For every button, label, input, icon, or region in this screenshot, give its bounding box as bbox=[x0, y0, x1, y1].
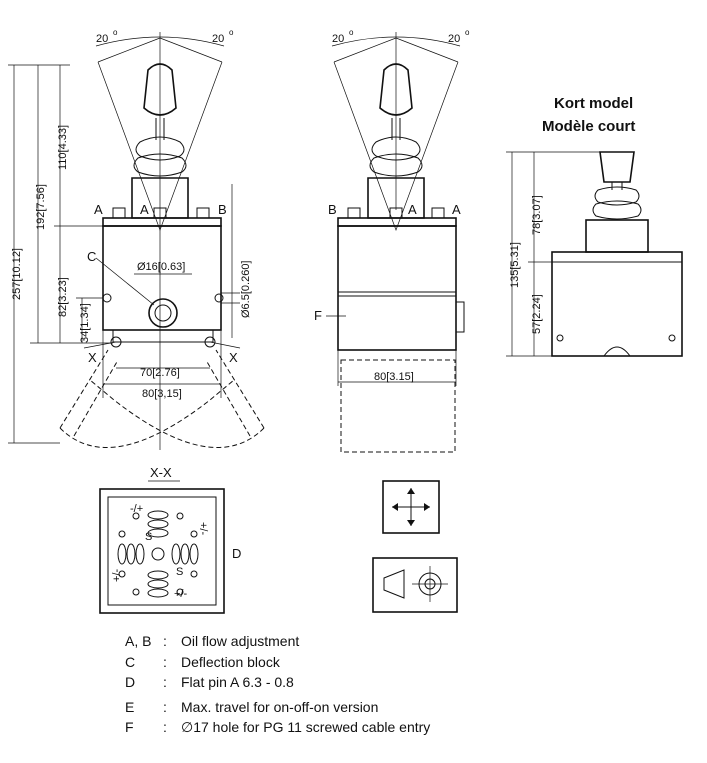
section-s-bottom: S bbox=[176, 566, 183, 578]
front-label-x-left: X bbox=[88, 350, 97, 365]
section-sign-top: -/+ bbox=[130, 503, 143, 515]
svg-text:o: o bbox=[113, 28, 118, 37]
front-dim-110: 110[4.33] bbox=[57, 125, 69, 170]
front-label-x-right: X bbox=[229, 350, 238, 365]
front-dim-82: 82[3.23] bbox=[57, 277, 69, 317]
legend-key: F bbox=[125, 719, 134, 735]
section-title: X-X bbox=[150, 465, 172, 480]
front-dim-257: 257[10.12] bbox=[11, 248, 23, 300]
four-way-arrow-symbol bbox=[382, 480, 440, 534]
short-dim-78: 78[3.07] bbox=[531, 195, 543, 235]
front-dim-16: Ø16[0.63] bbox=[137, 261, 185, 273]
short-model-title-fr: Modèle court bbox=[542, 118, 635, 135]
legend-text: Oil flow adjustment bbox=[181, 633, 300, 649]
side-label-f: F bbox=[314, 308, 322, 323]
front-angle-right: 20 bbox=[212, 33, 224, 45]
side-label-a-right: A bbox=[452, 202, 461, 217]
legend-key: C bbox=[125, 653, 136, 670]
side-angle-left: 20 bbox=[332, 33, 344, 45]
side-dim-80: 80[3.15] bbox=[374, 371, 414, 383]
legend-item-d: D : Flat pin A 6.3 - 0.8 bbox=[120, 672, 540, 693]
side-label-a-mid: A bbox=[408, 202, 417, 217]
legend-key: D bbox=[125, 674, 136, 690]
legend-item-ab: A, B : Oil flow adjustment bbox=[120, 631, 540, 652]
front-label-c: C bbox=[87, 249, 96, 264]
front-dim-192: 192[7.56] bbox=[35, 184, 47, 230]
front-angle-left: 20 bbox=[96, 33, 108, 45]
section-sign-bottom: +/- bbox=[174, 588, 187, 600]
legend-text: Deflection block bbox=[181, 653, 280, 670]
legend-text: ∅17 hole for PG 11 screwed cable entry bbox=[181, 719, 431, 735]
side-view: 20 o 20 o B A A F 80[3.15] bbox=[314, 28, 470, 453]
legend-item-e: E : Max. travel for on-off-on version bbox=[120, 697, 540, 718]
legend-item-c: C : Deflection block bbox=[120, 652, 540, 673]
legend: A, B : Oil flow adjustment C : Deflectio… bbox=[120, 631, 540, 738]
svg-text:o: o bbox=[349, 28, 354, 37]
front-label-a-mid: A bbox=[140, 202, 149, 217]
short-model-title-en: Kort model bbox=[554, 95, 633, 112]
front-view: 20 o 20 o A A bbox=[8, 28, 265, 450]
legend-text: Flat pin A 6.3 - 0.8 bbox=[181, 674, 294, 690]
legend-text: Max. travel for on-off-on version bbox=[181, 698, 379, 715]
side-label-b: B bbox=[328, 202, 337, 217]
section-s-top: S bbox=[145, 531, 152, 543]
short-model-view: Kort model Modèle court 135[5.31] 78[3.0… bbox=[506, 95, 683, 357]
side-angle-right: 20 bbox=[448, 33, 460, 45]
section-sign-left: +/- bbox=[111, 569, 123, 582]
front-label-a-left: A bbox=[94, 202, 103, 217]
front-dim-70: 70[2.76] bbox=[140, 367, 180, 379]
short-dim-135: 135[5.31] bbox=[509, 242, 521, 288]
svg-text:o: o bbox=[229, 28, 234, 37]
svg-text:o: o bbox=[465, 28, 470, 37]
short-dim-57: 57[2.24] bbox=[531, 294, 543, 334]
front-dim-34: 34[1.34] bbox=[79, 303, 91, 343]
section-label-d: D bbox=[232, 546, 241, 561]
section-x-x: X-X -/+ S S +/- +/- +/- D bbox=[99, 465, 241, 614]
legend-key: A, B bbox=[125, 633, 152, 649]
front-dim-6-5: Ø6.5[0.260] bbox=[240, 261, 252, 319]
projection-symbol bbox=[372, 557, 458, 613]
legend-item-f: F : ∅17 hole for PG 11 screwed cable ent… bbox=[120, 717, 540, 738]
front-dim-80: 80[3,15] bbox=[142, 388, 182, 400]
front-label-b: B bbox=[218, 202, 227, 217]
legend-key: E bbox=[125, 698, 135, 715]
section-sign-right: +/- bbox=[197, 522, 209, 535]
